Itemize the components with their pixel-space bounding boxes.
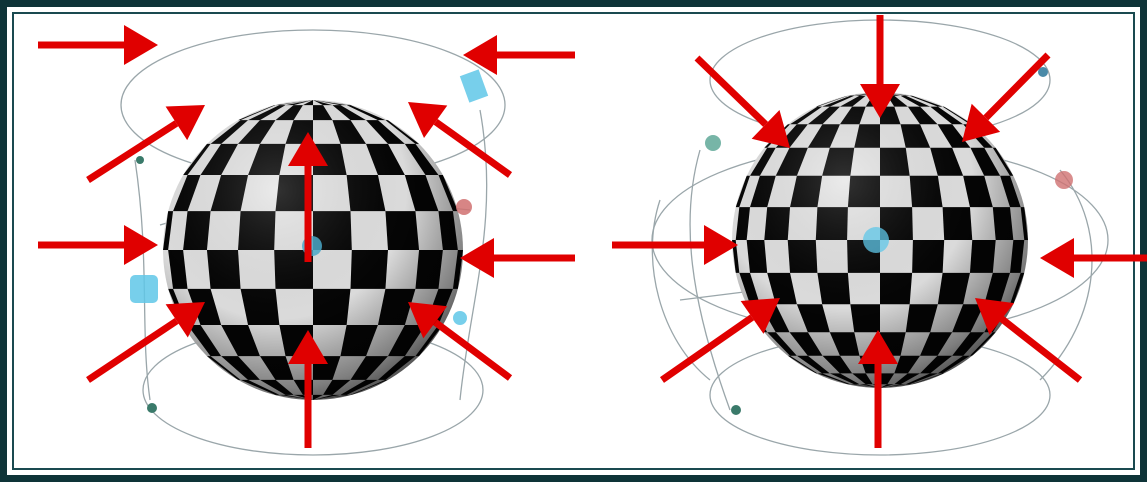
red-arrow-shaft	[986, 55, 1048, 118]
control-point	[130, 275, 158, 303]
red-arrow-shaft	[88, 321, 177, 380]
control-point	[460, 69, 488, 102]
control-point	[731, 405, 741, 415]
red-arrow-head	[1040, 238, 1074, 278]
red-arrow-shaft	[662, 317, 752, 380]
control-point	[456, 199, 472, 215]
control-point	[136, 156, 144, 164]
red-arrow-head	[124, 25, 158, 65]
red-arrow-shaft	[436, 122, 510, 175]
control-point	[147, 403, 157, 413]
red-arrow-head	[463, 35, 497, 75]
red-arrow-head	[408, 102, 447, 138]
control-point	[1055, 171, 1073, 189]
red-arrow-head	[460, 238, 494, 278]
right-panel	[612, 15, 1147, 455]
left-panel	[38, 25, 575, 455]
control-point	[453, 311, 467, 325]
control-point	[863, 227, 889, 253]
control-point	[705, 135, 721, 151]
red-arrow-head	[124, 225, 158, 265]
red-arrow-shaft	[1002, 319, 1080, 380]
red-arrows-left	[38, 25, 575, 448]
red-arrow-shaft	[697, 58, 766, 124]
